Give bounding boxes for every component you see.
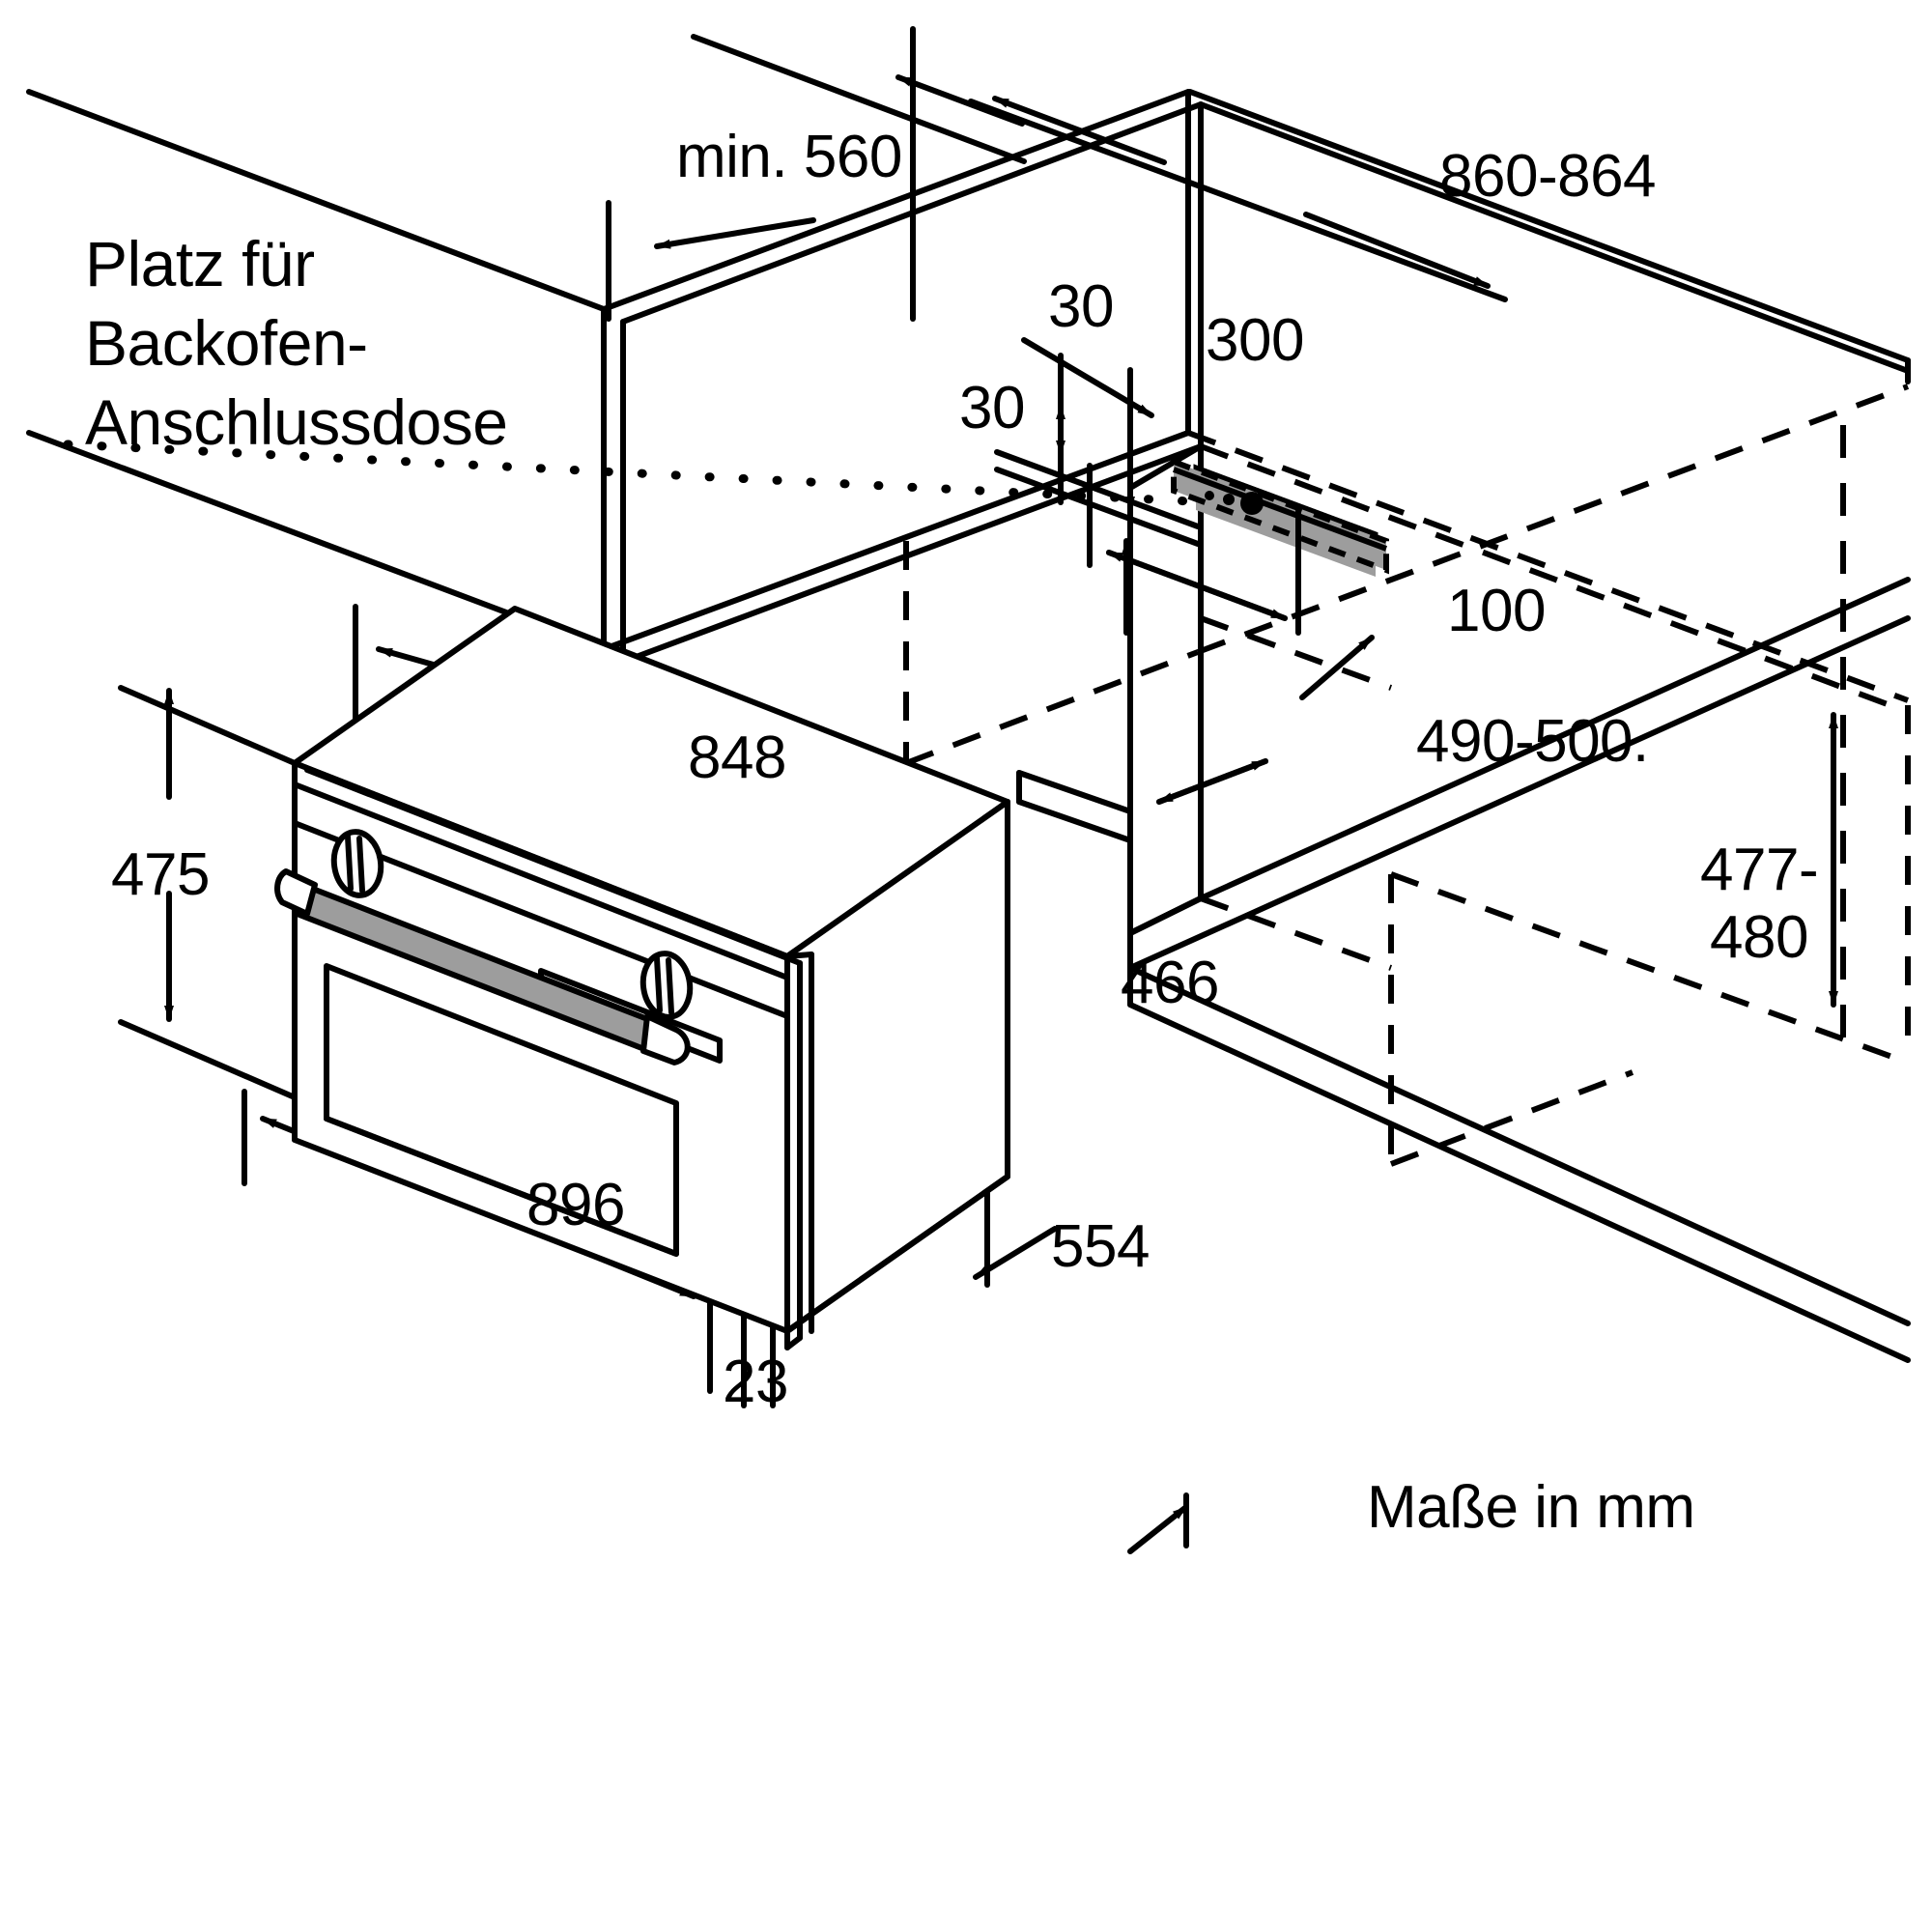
dimension-lines xyxy=(118,26,1838,1554)
dimension-label-30-top: 30 xyxy=(1048,273,1114,340)
oven-appliance xyxy=(274,606,1010,1350)
cabinet-niche-outline xyxy=(26,89,1911,1363)
units-note: Maße in mm xyxy=(1367,1474,1695,1541)
dimension-label-848: 848 xyxy=(688,724,786,791)
dimension-label-896: 896 xyxy=(526,1172,625,1238)
dimension-label-300: 300 xyxy=(1206,307,1304,374)
dimension-label-min-560: min. 560 xyxy=(676,124,902,190)
dimension-label-466: 466 xyxy=(1121,950,1219,1016)
dimension-label-480: 480 xyxy=(1710,904,1808,971)
dimension-label-860-864: 860-864 xyxy=(1439,143,1657,210)
dimension-label-100: 100 xyxy=(1447,578,1546,644)
dimension-label-490-500: 490-500. xyxy=(1416,708,1649,775)
niche-bottom-shelf xyxy=(784,799,1010,1334)
dimension-label-30-side: 30 xyxy=(959,375,1025,441)
dimension-label-554: 554 xyxy=(1051,1213,1150,1280)
dimension-label-475: 475 xyxy=(111,841,210,908)
note-line-1: Platz für xyxy=(85,228,315,299)
dimension-label-23: 23 xyxy=(723,1349,788,1415)
dimension-label-477: 477- xyxy=(1700,837,1819,903)
connection-socket-box xyxy=(1171,457,1389,577)
note-line-3: Anschlussdose xyxy=(85,386,508,458)
note-line-2: Backofen- xyxy=(85,307,368,379)
